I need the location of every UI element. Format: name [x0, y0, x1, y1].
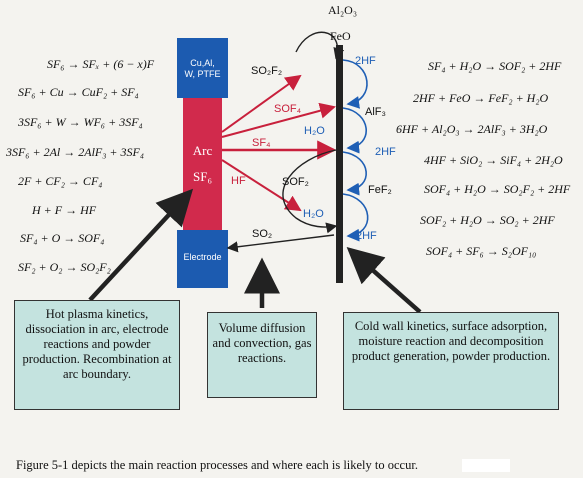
species-hf: HF [231, 175, 246, 187]
right-reaction-7: SOF₄ + SF₆ → S₂OF₁₀ [426, 244, 537, 258]
feo-label: FeO [330, 29, 351, 43]
top-electrode-line1: Cu,Al, [190, 58, 215, 68]
redaction-patch [462, 459, 510, 472]
note-volume-diffusion: Volume diffusion and convection, gas rea… [207, 312, 317, 398]
species-sf4: SF₄ [252, 137, 271, 149]
species-so2f2: SO₂F₂ [251, 65, 283, 77]
left-reaction-7: SF₄ + O → SOF₄ [20, 231, 105, 245]
species-2hf-bottom: 2HF [356, 230, 377, 242]
arc-gas-label: SF₆ [193, 169, 212, 184]
arrow-to-sof4 [221, 102, 336, 138]
left-reaction-2: SF₆ + Cu → CuF₂ + SF₄ [18, 85, 139, 99]
arrow-to-h2o [221, 159, 302, 212]
right-reaction-6: SOF₂ + H₂O → SO₂ + 2HF [420, 213, 555, 227]
arc-label: Arc [192, 143, 213, 158]
right-reaction-2: 2HF + FeO → FeF₂ + H₂O [413, 91, 549, 105]
note-cold-wall: Cold wall kinetics, surface adsorption, … [343, 312, 559, 410]
species-alf3: AlF₃ [365, 106, 386, 118]
arrow-to-so2f2 [221, 74, 302, 133]
species-fef2: FeF₂ [368, 184, 392, 196]
al2o3-label: Al₂O₃ [328, 3, 358, 17]
top-electrode-line2: W, PTFE [184, 69, 221, 79]
species-sof4: SOF₄ [274, 103, 302, 115]
top-electrode: Cu,Al, W, PTFE [177, 38, 228, 98]
bottom-electrode: Electrode [177, 230, 228, 288]
loop-blue-3 [342, 151, 367, 196]
loop-sof2 [282, 149, 338, 234]
left-reaction-6: H + F → HF [32, 203, 97, 217]
species-h2o-lower: H₂O [303, 208, 324, 220]
pointer-wall [346, 247, 422, 314]
left-reaction-4: 3SF₆ + 2Al → 2AlF₃ + 3SF₄ [6, 145, 145, 159]
right-reaction-1: SF₄ + H₂O → SOF₂ + 2HF [428, 59, 562, 73]
note-hot-plasma: Hot plasma kinetics, dissociation in arc… [14, 300, 180, 410]
bottom-electrode-label: Electrode [183, 252, 222, 262]
left-reaction-1: SF₆ → SFₓ + (6 − x)F [47, 57, 155, 71]
species-2hf-top: 2HF [355, 55, 376, 67]
right-reaction-3: 6HF + Al₂O₃ → 2AlF₃ + 3H₂O [396, 122, 548, 136]
left-reaction-3: 3SF₆ + W → WF₆ + 3SF₄ [18, 115, 143, 129]
species-h2o-upper: H₂O [304, 125, 325, 137]
right-reaction-4: 4HF + SiO₂ → SiF₄ + 2H₂O [424, 153, 563, 167]
loop-blue-4 [342, 193, 369, 242]
left-reaction-5: 2F + CF₂ → CF₄ [18, 174, 103, 188]
arrow-so2-to-arc [226, 234, 335, 253]
species-so2: SO₂ [252, 228, 273, 240]
species-2hf-mid: 2HF [375, 146, 396, 158]
pointer-arc [88, 188, 194, 302]
loop-feo [295, 31, 345, 60]
species-sof2: SOF₂ [282, 176, 309, 188]
loop-blue-2 [342, 107, 367, 154]
loop-blue-1 [342, 59, 368, 109]
cold-wall [336, 45, 343, 283]
figure-caption: Figure 5-1 depicts the main reaction pro… [16, 458, 418, 472]
left-reaction-8: SF₂ + O₂ → SO₂F₂ [18, 260, 111, 274]
right-reaction-5: SOF₄ + H₂O → SO₂F₂ + 2HF [424, 182, 571, 196]
